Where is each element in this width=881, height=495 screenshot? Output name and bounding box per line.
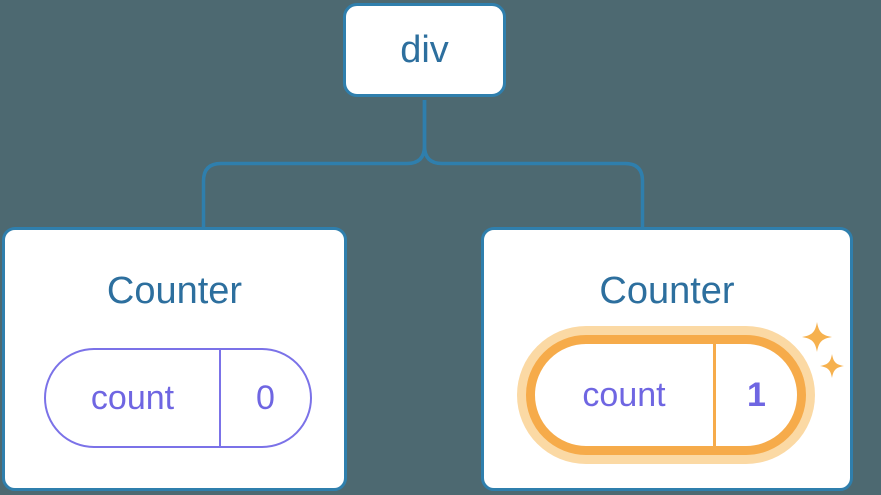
connector-root-to-right-counter <box>422 100 645 228</box>
counter-card-left: Counter count 0 <box>2 227 347 491</box>
state-pill-left-value-cell: 0 <box>221 350 310 446</box>
state-pill-right-highlighted: count 1 <box>526 335 806 455</box>
state-name-label: count <box>582 375 666 414</box>
state-pill-right-key-cell: count <box>535 344 716 446</box>
state-pill-right-value-cell: 1 <box>716 344 797 446</box>
connector-root-to-left-counter <box>201 100 427 228</box>
counter-card-right: Counter count 1 <box>481 227 853 491</box>
state-value-label: 1 <box>747 375 766 414</box>
state-pill-left-key-cell: count <box>46 350 221 446</box>
state-value-label: 0 <box>256 378 275 417</box>
root-node-div: div <box>343 3 506 97</box>
state-name-label: count <box>90 378 175 417</box>
root-node-label: div <box>400 28 449 71</box>
counter-card-right-title: Counter <box>599 270 735 312</box>
counter-card-left-title: Counter <box>106 270 243 312</box>
state-pill-left: count 0 <box>44 348 312 448</box>
